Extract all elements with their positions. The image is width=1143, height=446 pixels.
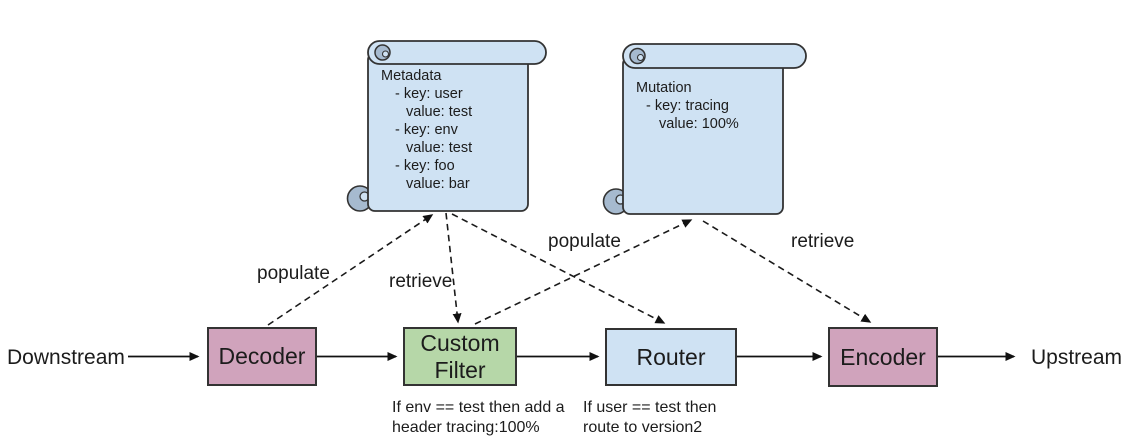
mutation-scroll-text: Mutation - key: tracing value: 100% <box>636 79 739 133</box>
edge-label-populate-left: populate <box>257 263 330 284</box>
node-custom-filter-label: Custom Filter <box>420 329 500 383</box>
custom-filter-caption-line1: If env == test then add a <box>392 399 565 416</box>
node-custom-filter: Custom Filter <box>403 327 517 386</box>
mutation-scroll-top-roll <box>622 43 807 69</box>
custom-filter-caption: If env == test then add a header tracing… <box>392 398 565 438</box>
metadata-line: value: test <box>406 140 473 156</box>
metadata-line: value: test <box>406 104 473 120</box>
metadata-scroll-shape <box>346 40 547 212</box>
mutation-scroll-shape <box>602 43 807 215</box>
mutation-title: Mutation <box>636 80 692 96</box>
node-decoder-label: Decoder <box>218 343 306 369</box>
dashed-edge-custom-filter-populate-mutation <box>474 219 693 325</box>
node-encoder: Encoder <box>828 327 938 387</box>
node-encoder-label: Encoder <box>840 343 926 370</box>
mutation-line: - key: tracing <box>646 98 729 114</box>
node-router: Router <box>605 328 737 386</box>
custom-filter-caption-line2: header tracing:100% <box>392 419 540 436</box>
node-router-label: Router <box>636 343 706 370</box>
metadata-line: value: bar <box>406 176 470 192</box>
edge-label-retrieve-left: retrieve <box>389 271 453 292</box>
downstream-label: Downstream <box>7 346 125 369</box>
metadata-line: - key: env <box>395 122 458 138</box>
router-caption-line2: route to version2 <box>583 419 703 436</box>
metadata-scroll-top-roll <box>367 40 547 65</box>
node-decoder: Decoder <box>207 327 317 386</box>
edge-label-retrieve-right: retrieve <box>791 231 855 252</box>
router-caption: If user == test then route to version2 <box>583 398 716 438</box>
upstream-label: Upstream <box>1031 346 1123 369</box>
metadata-scroll-top-curl-inner <box>381 50 390 58</box>
metadata-scroll-text: Metadata - key: user value: test - key: … <box>381 67 472 193</box>
router-caption-line1: If user == test then <box>583 399 717 416</box>
metadata-title: Metadata <box>381 68 442 84</box>
dashed-edge-metadata-retrieve-custom-filter <box>445 212 462 324</box>
metadata-line: - key: foo <box>395 158 455 174</box>
mutation-scroll-top-curl-inner <box>636 53 645 62</box>
edge-label-populate-right: populate <box>548 231 621 252</box>
dashed-edge-metadata-to-router <box>451 213 666 324</box>
metadata-line: - key: user <box>395 86 463 102</box>
mutation-line: value: 100% <box>659 116 739 132</box>
